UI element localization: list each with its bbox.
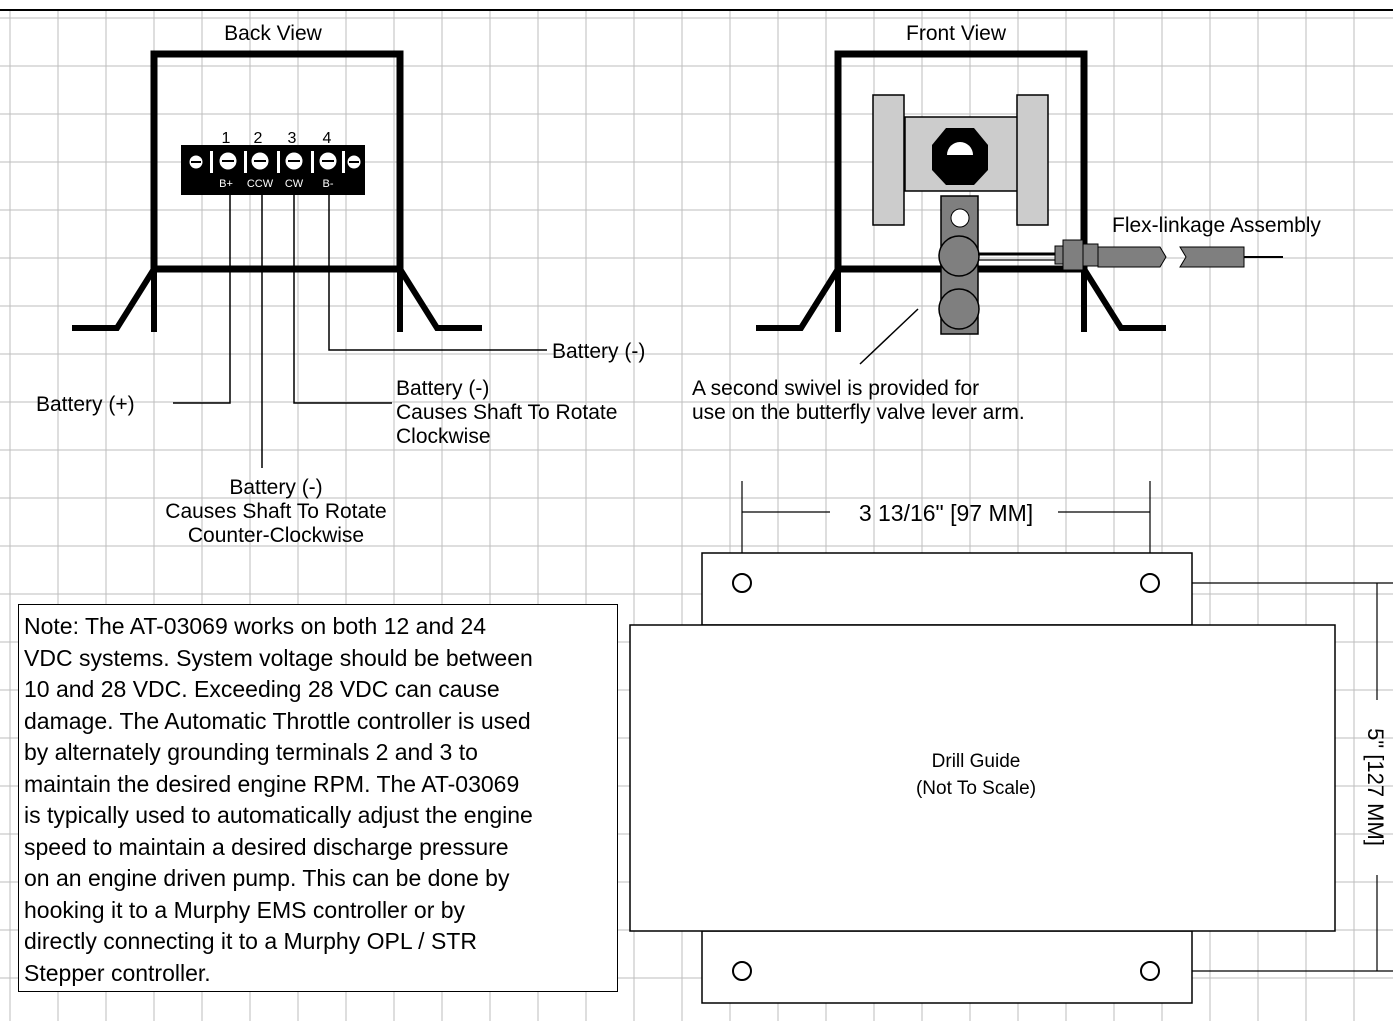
- back-view-right-foot: [397, 267, 482, 331]
- flex-linkage: [978, 239, 1283, 271]
- terminal-number-1: 1: [222, 130, 231, 147]
- back-view-housing: [150, 50, 404, 273]
- front-view-right-foot: [1081, 267, 1166, 331]
- front-view: Front View Flex-linkage As: [692, 22, 1321, 424]
- callout-battery-plus: Battery (+): [36, 393, 135, 416]
- drill-guide-top-tab: [701, 552, 1193, 626]
- terminal-numbers: 1 2 3 4: [222, 130, 332, 147]
- front-view-left-foot: [756, 267, 841, 331]
- note-line: directly connecting it to a Murphy OPL /…: [24, 928, 477, 954]
- terminal-labels: B+ CCW CW B-: [219, 178, 334, 190]
- drill-guide-label-line: Drill Guide: [932, 751, 1021, 772]
- callout-cw-line: Battery (-): [396, 377, 489, 400]
- callout-ccw-line: Causes Shaft To Rotate: [165, 500, 386, 523]
- callout-battery-minus-terminal-4: Battery (-): [552, 340, 645, 363]
- note-line: VDC systems. System voltage should be be…: [24, 644, 533, 671]
- terminal-number-2: 2: [254, 130, 263, 147]
- note-box: Note: The AT-03069 works on both 12 and …: [18, 604, 618, 992]
- note-line: on an engine driven pump. This can be do…: [24, 865, 510, 891]
- drill-hole-icon: [732, 961, 752, 981]
- swivel-note-line: use on the butterfly valve lever arm.: [692, 401, 1025, 424]
- drill-hole-icon: [1140, 573, 1160, 593]
- back-view-title: Back View: [224, 22, 322, 45]
- back-view-leaders: [173, 195, 547, 468]
- flex-linkage-label: Flex-linkage Assembly: [1112, 214, 1321, 237]
- height-dimension: [1192, 582, 1393, 972]
- drill-hole-icon: [732, 573, 752, 593]
- drill-guide-label: Drill Guide (Not To Scale): [916, 751, 1036, 799]
- shaft-hub-flat: [947, 142, 973, 155]
- callout-ccw-line: Counter-Clockwise: [188, 524, 364, 547]
- note-line: 10 and 28 VDC. Exceeding 28 VDC can caus…: [24, 676, 500, 702]
- second-swivel-icon: [938, 288, 980, 330]
- note-line: speed to maintain a desired discharge pr…: [24, 833, 509, 860]
- terminal-label-b-minus: B-: [323, 178, 334, 190]
- callout-ccw: Battery (-) Causes Shaft To Rotate Count…: [165, 476, 386, 547]
- drill-holes: [732, 573, 1160, 981]
- callout-cw-line: Causes Shaft To Rotate: [396, 401, 617, 424]
- drill-guide-label-line: (Not To Scale): [916, 778, 1036, 799]
- note-line: is typically used to automatically adjus…: [24, 802, 533, 828]
- back-view-left-foot: [72, 267, 157, 331]
- callout-cw-line: Clockwise: [396, 425, 491, 448]
- terminal-label-cw: CW: [285, 178, 304, 190]
- callout-ccw-line: Battery (-): [229, 476, 322, 499]
- terminal-label-b-plus: B+: [219, 178, 233, 190]
- width-dimension: [741, 481, 1151, 553]
- lever-arm-hole: [950, 208, 970, 228]
- terminal-label-ccw: CCW: [247, 178, 274, 190]
- swivel-icon: [938, 235, 980, 277]
- drill-hole-icon: [1140, 961, 1160, 981]
- swivel-note: A second swivel is provided for use on t…: [692, 377, 1025, 424]
- note-line: Stepper controller.: [24, 959, 211, 986]
- drill-guide-bottom-tab: [701, 930, 1193, 1004]
- note-line: hooking it to a Murphy EMS controller or…: [24, 896, 466, 923]
- height-dimension-label: 5" [127 MM]: [1363, 728, 1388, 846]
- note-line: Note: The AT-03069 works on both 12 and …: [24, 613, 487, 639]
- swivel-leader: [859, 308, 919, 365]
- drill-guide: 3 13/16" [97 MM] Drill Guide (Not To Sca…: [629, 481, 1393, 1004]
- callout-cw: Battery (-) Causes Shaft To Rotate Clock…: [396, 377, 617, 448]
- terminal-number-4: 4: [323, 130, 332, 147]
- swivel-note-line: A second swivel is provided for: [692, 377, 979, 400]
- width-dimension-label: 3 13/16" [97 MM]: [859, 500, 1033, 526]
- front-view-title: Front View: [906, 22, 1007, 45]
- shaft-hub: [932, 128, 988, 185]
- back-view: Back View: [36, 22, 645, 547]
- note-line: damage. The Automatic Throttle controlle…: [24, 707, 531, 734]
- terminal-number-3: 3: [288, 130, 297, 147]
- drill-guide-body: [629, 624, 1336, 932]
- terminal-screws: [188, 151, 362, 173]
- note-line: by alternately grounding terminals 2 and…: [24, 739, 478, 765]
- note-line: maintain the desired engine RPM. The AT-…: [24, 770, 520, 797]
